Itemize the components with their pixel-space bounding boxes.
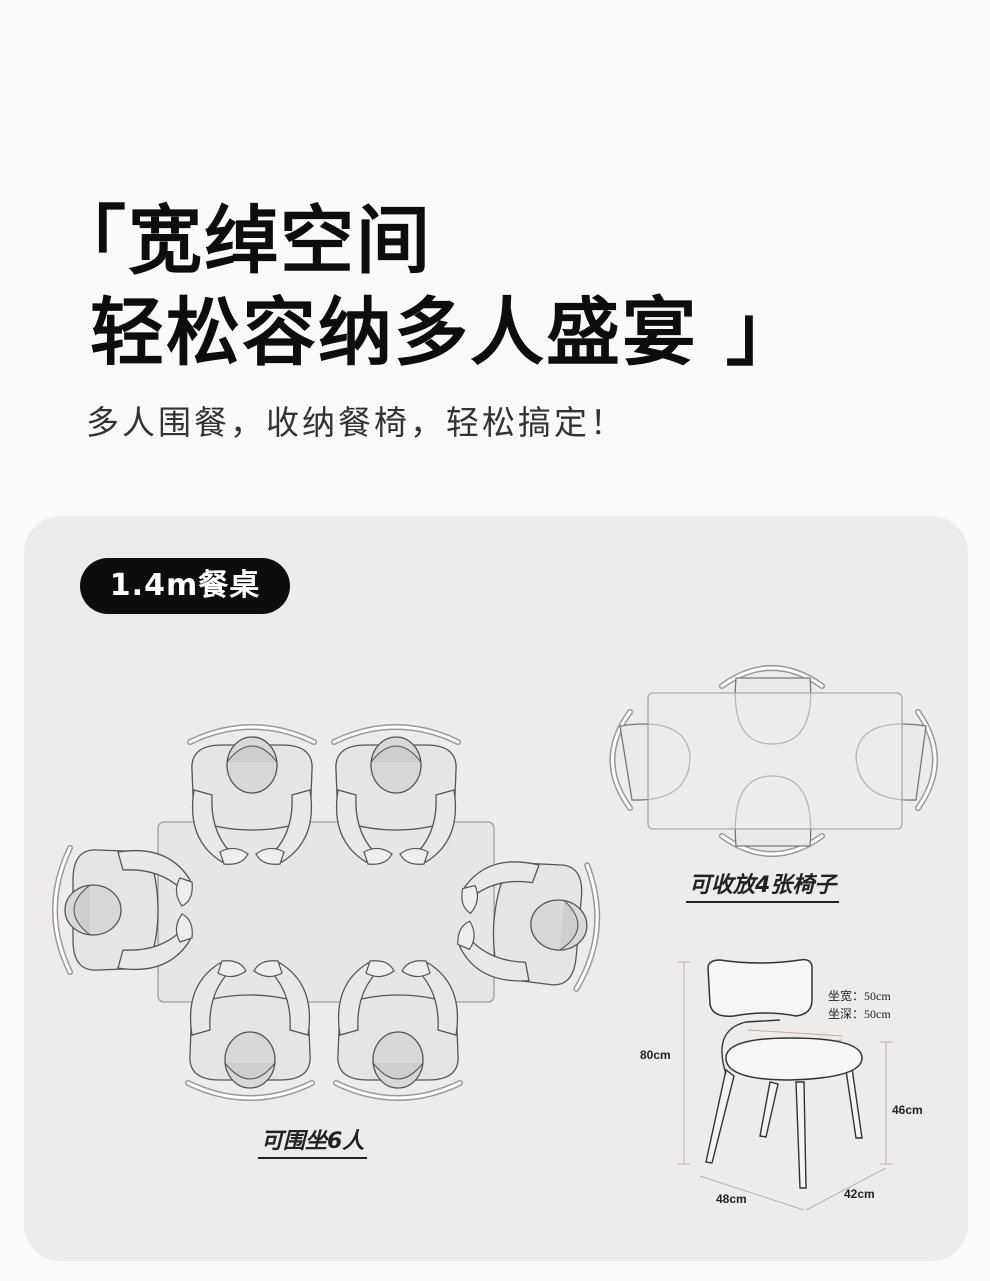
storage-table-top xyxy=(647,692,903,830)
subtitle: 多人围餐，收纳餐椅，轻松搞定！ xyxy=(86,403,626,442)
headline: 「宽绰空间 轻松容纳多人盛宴 」 xyxy=(52,195,802,379)
chair-height-label: 80cm xyxy=(640,1048,671,1062)
headline-line-2: 轻松容纳多人盛宴 」 xyxy=(90,290,802,376)
chair-storage-caption: 可收放4张椅子 xyxy=(686,872,840,903)
seat-depth-spec: 坐深：50cm xyxy=(828,1007,891,1021)
seating-capacity-caption: 可围坐6人 xyxy=(258,1128,368,1159)
seat-width-spec: 坐宽：50cm xyxy=(828,989,891,1003)
seat-height-label: 46cm xyxy=(892,1103,923,1117)
table-size-badge: 1.4m餐桌 xyxy=(80,558,290,614)
chair-depth-label: 42cm xyxy=(844,1187,875,1201)
headline-line-1: 「宽绰空间 xyxy=(52,198,432,284)
chair-width-label: 48cm xyxy=(716,1192,747,1206)
